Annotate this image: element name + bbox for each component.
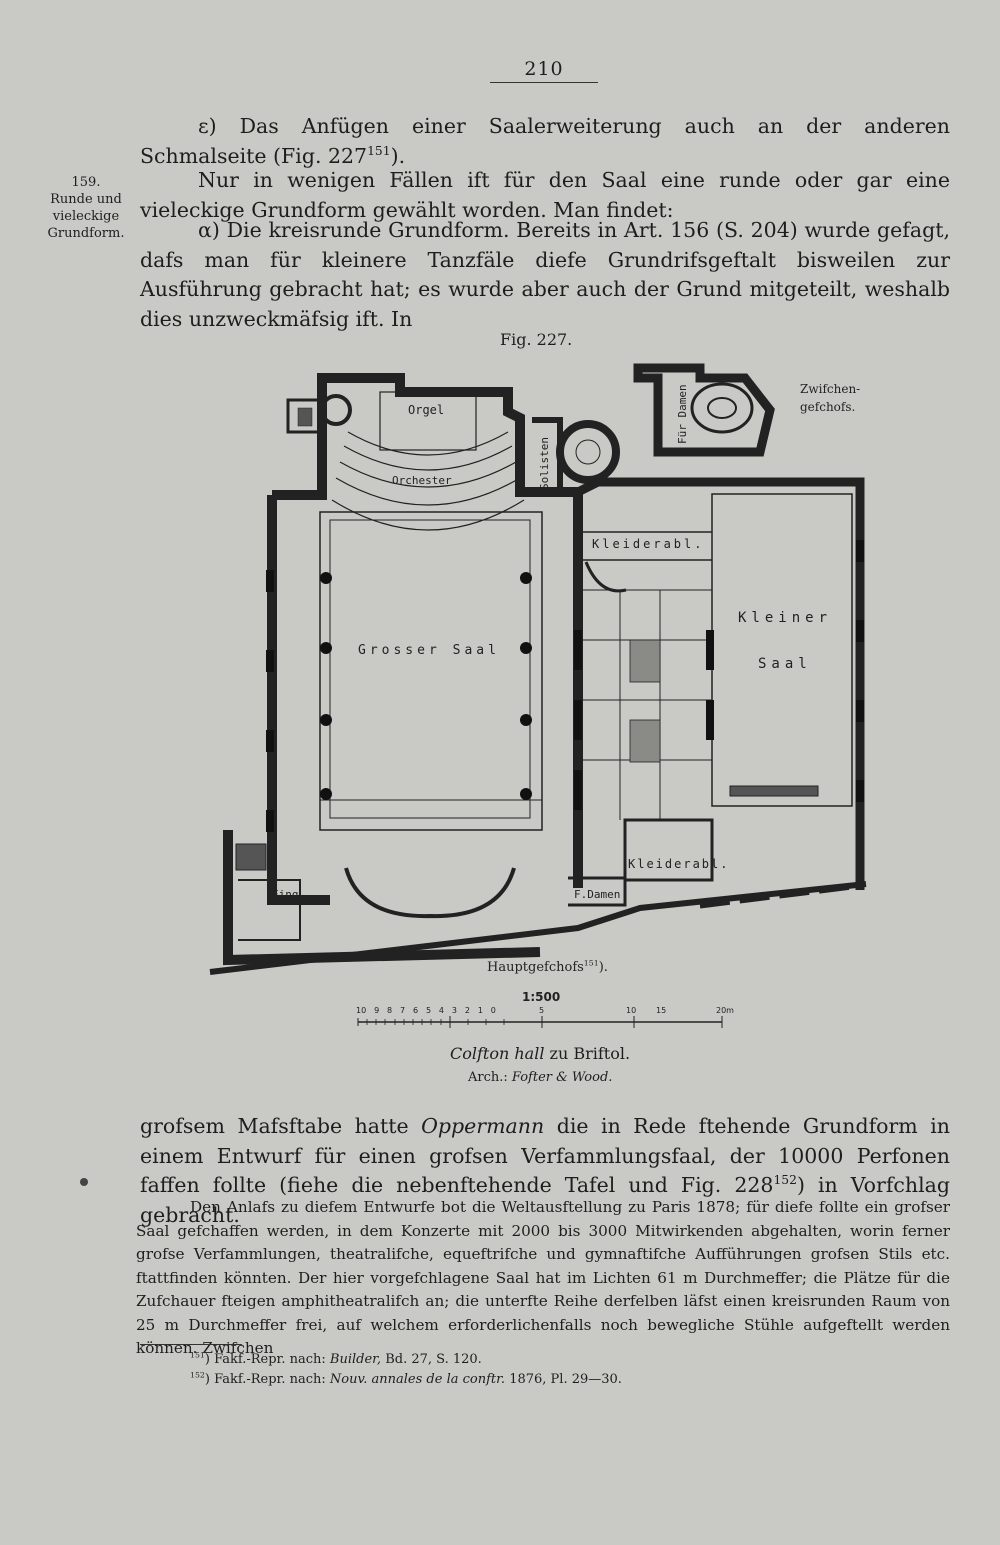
paragraph-epsilon-close: ). (390, 143, 406, 168)
continuation-mid: die in Rede ftehende Grundform in einem … (140, 1114, 950, 1197)
scale-tick: 10 (356, 1006, 367, 1015)
column (520, 788, 532, 800)
figure-title-rest: zu Briftol. (544, 1044, 631, 1063)
continuation-italic: Oppermann (421, 1114, 545, 1138)
page-number: 210 (524, 58, 564, 80)
margin-note: 159. Runde und vieleckige Grundform. (40, 174, 132, 242)
label-kleiderabl-top: Kleiderabl. (592, 537, 704, 551)
small-hall-floor (711, 493, 853, 807)
paragraph-epsilon-text: ε) Das Anfügen einer Saalerweiterung auc… (140, 114, 950, 168)
street-line (209, 881, 867, 975)
continuation-pre: grofsem Mafsftabe hatte (140, 1114, 422, 1138)
footnote-rule (140, 1344, 242, 1345)
margin-dot (80, 1178, 88, 1186)
scale-left-ticks: 10 9 8 7 6 5 4 3 2 1 0 (356, 1006, 496, 1015)
scale-ratio: 1:500 (522, 990, 561, 1004)
label-grosser-saal: Grosser Saal (358, 643, 500, 658)
figure-title-italic: Colfton hall (450, 1044, 545, 1063)
figure-caption: Fig. 227. (500, 330, 573, 349)
scale-tick: 0 (490, 1006, 496, 1015)
entrance-apse (344, 867, 516, 919)
scale-tick: 3 (451, 1006, 457, 1015)
architect-prefix: Arch.: (468, 1070, 512, 1085)
footnote-source: Nouv. annales de la conftr. (329, 1372, 506, 1387)
scale-tick: 1 (477, 1006, 483, 1015)
solisten-stair (556, 420, 620, 484)
footnote-post: Bd. 27, S. 120. (381, 1352, 482, 1367)
label-eing: Eing. (272, 888, 305, 901)
margin-note-line-2: vieleckige (52, 209, 120, 224)
scale-tick: 7 (400, 1006, 406, 1015)
column (320, 572, 332, 584)
margin-note-number: 159. (71, 175, 101, 190)
column (520, 572, 532, 584)
label-solisten: Solisten (538, 437, 551, 490)
floor-label-ref: 151 (583, 958, 599, 968)
label-zwischen-line-1: Zwifchen- (800, 382, 861, 396)
floor-label: Hauptgefchofs151). (487, 958, 608, 975)
label-orchester: Orchester (392, 474, 452, 487)
paragraph-epsilon: ε) Das Anfügen einer Saalerweiterung auc… (140, 112, 950, 171)
scale-bar (357, 1016, 723, 1028)
footnote-source: Builder, (329, 1352, 382, 1367)
label-kleiderabl-bottom: Kleiderabl. (628, 857, 729, 871)
footnote-number: 152 (190, 1370, 205, 1380)
scale-tick-15: 15 (656, 1006, 667, 1015)
column (320, 788, 332, 800)
label-f-damen: F.Damen (574, 888, 620, 901)
paragraph-round-forms: Nur in wenigen Fällen ift für den Saal e… (140, 168, 950, 222)
footnote-post: 1876, Pl. 29—30. (505, 1372, 622, 1387)
scale-tick-10: 10 (626, 1006, 637, 1015)
small-hall-wall (575, 477, 865, 890)
footnote-152: 152) Fakf.-Repr. nach: Nouv. annales de … (190, 1370, 622, 1387)
label-orgel: Orgel (408, 403, 444, 417)
footnote-151: 151) Fakf.-Repr. nach: Builder, Bd. 27, … (190, 1350, 482, 1367)
scale-tick: 5 (425, 1006, 432, 1015)
paragraph-small-print: Den Anlafs zu diefem Entwurfe bot die We… (136, 1198, 950, 1357)
floor-label-text: Hauptgefchofs (487, 960, 584, 975)
scale-tick-20: 20m (716, 1006, 734, 1015)
column (520, 642, 532, 654)
paragraph-continuation: grofsem Mafsftabe hatte Oppermann die in… (140, 1112, 950, 1230)
great-hall-floor (319, 511, 543, 831)
scale-tick: 8 (387, 1006, 393, 1015)
label-saal-small: Saal (758, 656, 812, 672)
margin-note-line-3: Grundform. (47, 226, 125, 241)
architect-names: Fofter & Wood. (511, 1070, 613, 1085)
mezzanine-plan (633, 363, 775, 457)
floor-label-close: ). (598, 960, 608, 975)
scale-tick: 4 (438, 1006, 444, 1015)
main-hall-outer-wall (223, 373, 583, 966)
figure-title: Colfton hall zu Briftol. (450, 1044, 630, 1063)
scale-tick: 2 (464, 1006, 470, 1015)
footnote-ref-151: 151 (367, 143, 391, 158)
label-zwischen-line-2: gefchofs. (800, 400, 856, 414)
scale-tick: 6 (412, 1006, 419, 1015)
page-number-rule (490, 82, 598, 83)
orchestra-tiers (331, 431, 525, 531)
label-fuer-damen: Für Damen (676, 384, 689, 444)
paragraph-alpha: α) Die kreisrunde Grundform. Bereits in … (140, 218, 950, 331)
footnote-number: 151 (190, 1350, 205, 1360)
scale-tick: 9 (374, 1006, 380, 1015)
figure-architect: Arch.: Fofter & Wood. (468, 1070, 612, 1085)
margin-note-line-1: Runde und (50, 192, 122, 207)
label-zwischengeschoss: Zwifchen- gefchofs. (800, 380, 860, 416)
footnote-pre: ) Fakf.-Repr. nach: (204, 1352, 330, 1367)
continuation-post: ) in Vorfchlag gebracht. (140, 1173, 950, 1227)
column (320, 642, 332, 654)
footnote-pre: ) Fakf.-Repr. nach: (204, 1372, 330, 1387)
column (520, 714, 532, 726)
label-kleiner: Kleiner (738, 610, 832, 626)
column (320, 714, 332, 726)
footnote-ref-152: 152 (773, 1173, 797, 1188)
scale-tick-5: 5 (539, 1006, 545, 1015)
